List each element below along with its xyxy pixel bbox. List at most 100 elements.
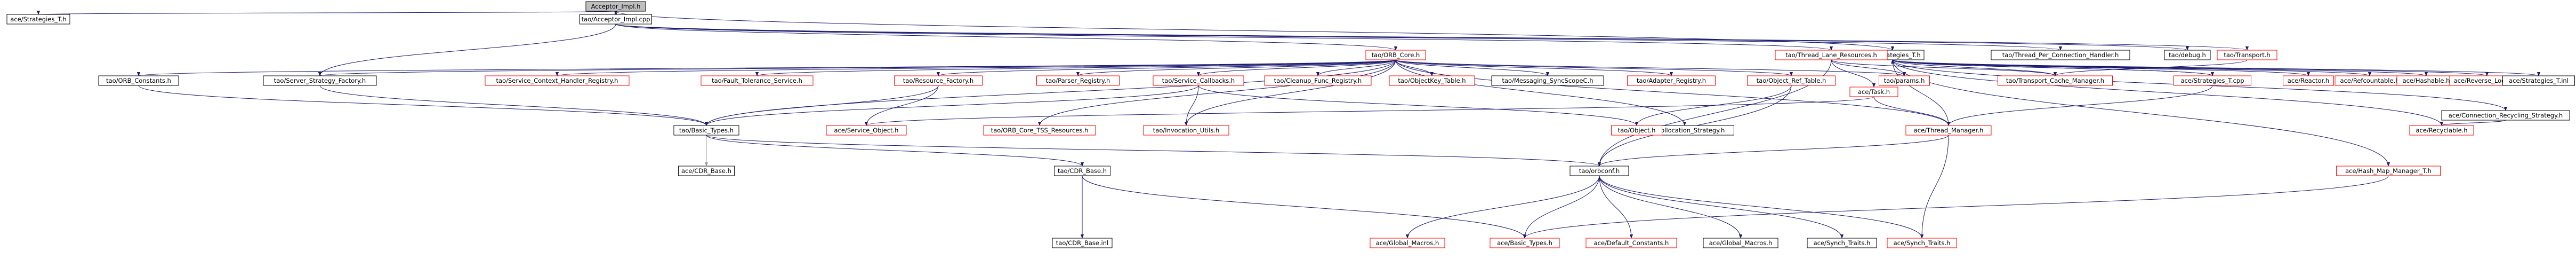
node-label: tao/Thread_Lane_Resources.h xyxy=(1785,51,1877,59)
include-edge xyxy=(1395,59,1906,76)
include-edge xyxy=(318,59,1396,76)
file-node[interactable]: ace/Hashable.h xyxy=(2396,75,2456,86)
node-label: ace/Thread_Manager.h xyxy=(1914,127,1984,134)
include-edge xyxy=(1599,175,1924,239)
node-box xyxy=(1052,238,1113,248)
file-node[interactable]: ace/Refcountable.h xyxy=(2334,75,2405,86)
file-node[interactable]: ace/Service_Object.h xyxy=(826,125,907,136)
file-node[interactable]: tao/params.h xyxy=(1879,75,1930,86)
include-edge xyxy=(1831,59,1876,88)
file-node[interactable]: ace/Task.h xyxy=(1849,87,1898,97)
node-box xyxy=(1627,75,1716,86)
node-box xyxy=(1703,238,1778,248)
include-edge xyxy=(1395,59,1687,126)
file-node[interactable]: tao/Service_Context_Handler_Registry.h xyxy=(485,75,630,86)
file-node[interactable]: tao/ObjectKey_Table.h xyxy=(1389,75,1475,86)
file-node[interactable]: tao/Acceptor_Impl.cpp xyxy=(579,14,652,25)
node-label: tao/params.h xyxy=(1884,77,1925,84)
node-label: tao/Object.h xyxy=(1618,127,1656,134)
node-box xyxy=(2441,110,2570,121)
file-node[interactable]: ace/Basic_Types.h xyxy=(1490,238,1560,248)
node-label: ace/Strategies_T.h xyxy=(10,15,66,23)
node-label: tao/debug.h xyxy=(2169,51,2206,59)
file-node[interactable]: tao/CDR_Base.inl xyxy=(1052,238,1113,248)
file-node[interactable]: tao/ORB_Constants.h xyxy=(98,75,179,86)
file-node[interactable]: ace/Strategies_T.cpp xyxy=(2174,75,2251,86)
file-node[interactable]: tao/ORB_Core.h xyxy=(1365,50,1426,60)
dependency-edges xyxy=(38,10,2540,239)
node-label: tao/CDR_Base.h xyxy=(1058,167,1107,175)
file-node[interactable]: tao/ORB_Core_TSS_Resources.h xyxy=(983,125,1096,136)
node-box xyxy=(701,75,814,86)
include-edge xyxy=(1831,59,2057,76)
file-node[interactable]: ace/Hash_Map_Manager_T.h xyxy=(2336,166,2441,176)
file-node[interactable]: ace/Strategies_T.inl xyxy=(2502,75,2575,86)
node-box xyxy=(894,75,983,86)
file-node[interactable]: tao/Cleanup_Func_Registry.h xyxy=(1264,75,1372,86)
file-node[interactable]: tao/orbconf.h xyxy=(1569,166,1629,176)
file-node[interactable]: tao/Messaging_SyncScopeC.h xyxy=(1491,75,1604,86)
file-node[interactable]: ace/Global_Macros.h xyxy=(1703,238,1778,248)
file-node[interactable]: tao/Adapter_Registry.h xyxy=(1627,75,1716,86)
file-node[interactable]: tao/Thread_Lane_Resources.h xyxy=(1775,50,1888,60)
node-label: ace/Strategies_T.cpp xyxy=(2180,77,2244,84)
include-edge xyxy=(1892,59,2371,76)
file-node[interactable]: ace/Default_Constants.h xyxy=(1585,238,1677,248)
file-node[interactable]: tao/debug.h xyxy=(2164,50,2211,60)
include-edge xyxy=(1831,59,1906,76)
node-box xyxy=(1879,75,1930,86)
file-node[interactable]: tao/Basic_Types.h xyxy=(673,125,739,136)
node-label: ace/Reactor.h xyxy=(2288,77,2329,84)
include-edge xyxy=(1076,59,1396,76)
node-box xyxy=(2217,50,2277,60)
file-node[interactable]: tao/Object.h xyxy=(1611,125,1662,136)
include-edge xyxy=(1395,59,1793,76)
include-edge xyxy=(556,59,1396,76)
include-edge xyxy=(1892,59,2489,76)
node-box xyxy=(1775,50,1888,60)
node-label: ace/Connection_Recycling_Strategy.h xyxy=(2449,112,2563,119)
node-box xyxy=(1490,238,1560,248)
file-node[interactable]: ace/Recyclable.h xyxy=(2409,125,2474,136)
file-node[interactable]: ace/Strategies_T.h xyxy=(6,14,70,25)
node-box xyxy=(98,75,179,86)
node-label: ace/Global_Macros.h xyxy=(1709,239,1773,247)
node-label: tao/Transport_Cache_Manager.h xyxy=(2006,77,2104,84)
include-edge xyxy=(615,11,1894,51)
include-edge xyxy=(1405,175,1600,239)
include-edge xyxy=(704,85,939,126)
include-edge xyxy=(615,23,1397,51)
file-node[interactable]: ace/Connection_Recycling_Strategy.h xyxy=(2441,110,2570,121)
node-box xyxy=(1389,75,1475,86)
file-node[interactable]: tao/Transport_Cache_Manager.h xyxy=(1998,75,2113,86)
node-label: ace/Basic_Types.h xyxy=(1497,239,1552,247)
file-node[interactable]: ace/Synch_Traits.h xyxy=(1887,238,1957,248)
file-node[interactable]: tao/Object_Ref_Table.h xyxy=(1747,75,1836,86)
node-label: tao/Fault_Tolerance_Service.h xyxy=(712,77,802,84)
file-node[interactable]: tao/Service_Callbacks.h xyxy=(1153,75,1244,86)
file-node[interactable]: tao/Parser_Registry.h xyxy=(1036,75,1120,86)
node-box xyxy=(1370,238,1445,248)
node-box xyxy=(673,125,739,136)
include-edge xyxy=(1892,59,2057,76)
file-node[interactable]: tao/Resource_Factory.h xyxy=(894,75,983,86)
include-edge xyxy=(704,85,1199,126)
file-node[interactable]: ace/Reactor.h xyxy=(2283,75,2334,86)
file-node[interactable]: tao/CDR_Base.h xyxy=(1054,166,1110,176)
file-node[interactable]: tao/Invocation_Utils.h xyxy=(1143,125,1229,136)
file-node[interactable]: tao/Thread_Per_Connection_Handler.h xyxy=(1991,50,2130,60)
file-node[interactable]: tao/Transport.h xyxy=(2217,50,2277,60)
include-edge xyxy=(1316,59,1396,76)
file-node[interactable]: tao/Fault_Tolerance_Service.h xyxy=(701,75,814,86)
node-box xyxy=(1054,166,1110,176)
file-node[interactable]: ace/Global_Macros.h xyxy=(1370,238,1445,248)
node-box xyxy=(2174,75,2251,86)
file-node[interactable]: tao/Server_Strategy_Factory.h xyxy=(263,75,377,86)
include-edge xyxy=(1946,85,2213,126)
file-node[interactable]: ace/CDR_Base.h xyxy=(678,166,735,176)
node-label: ace/CDR_Base.h xyxy=(681,167,731,175)
include-edge xyxy=(318,23,616,76)
file-node[interactable]: ace/Synch_Traits.h xyxy=(1807,238,1877,248)
file-node[interactable]: ace/Thread_Manager.h xyxy=(1905,125,1992,136)
include-edge xyxy=(1037,59,1396,126)
